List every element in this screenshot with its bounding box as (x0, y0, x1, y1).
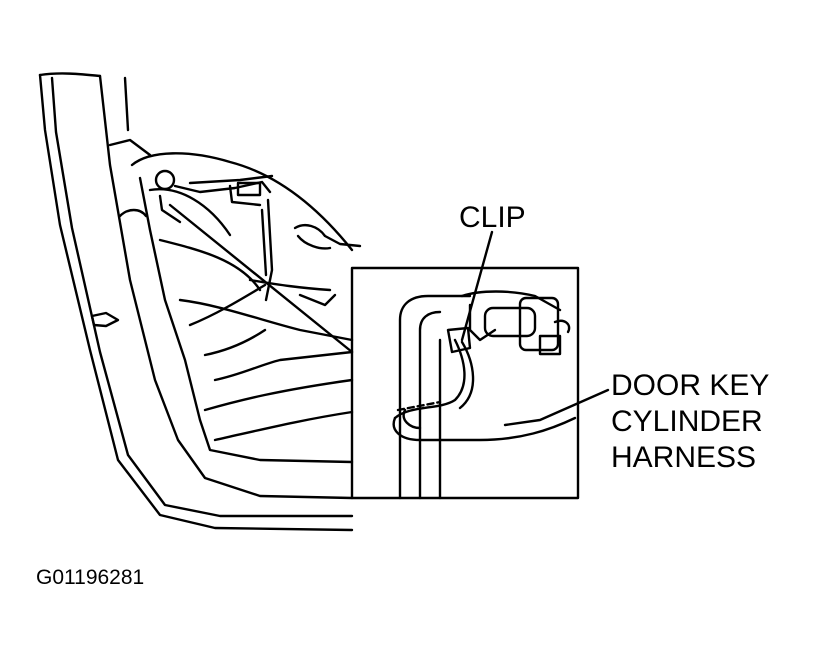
linkage-rods (248, 198, 362, 307)
latch-mechanism (118, 169, 274, 224)
door-body (38, 72, 354, 532)
clip-leader-line (460, 230, 494, 342)
door-key-cylinder-harness-label: DOOR KEY CYLINDER HARNESS (611, 368, 769, 476)
detail-inset-box (350, 266, 580, 500)
harness-label-line-1: DOOR KEY (611, 369, 770, 402)
harness-leader-line (503, 388, 610, 427)
figure-id: G01196281 (36, 566, 145, 589)
harness-label-line-2: CYLINDER (611, 405, 763, 438)
inner-door-panel (130, 152, 354, 464)
clip-label: CLIP (459, 201, 526, 234)
detail-contents (392, 290, 577, 500)
detail-pointer-line (168, 203, 354, 354)
harness-label-line-3: HARNESS (611, 441, 757, 474)
